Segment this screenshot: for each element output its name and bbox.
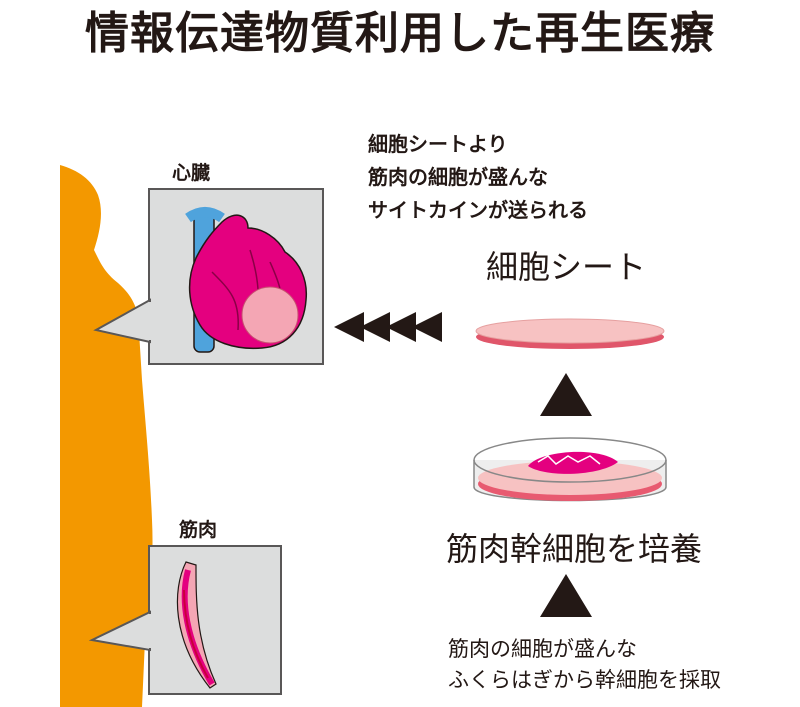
muscle-box-label: 筋肉 bbox=[179, 519, 218, 541]
sheet-note-line: 細胞シートより bbox=[368, 132, 508, 156]
sheet-note-line: 筋肉の細胞が盛んな bbox=[368, 165, 548, 189]
sheet-note-line: サイトカインが送られる bbox=[368, 198, 588, 222]
cell-sheet-label: 細胞シート bbox=[486, 248, 647, 286]
heart-box-label: 心臓 bbox=[172, 162, 211, 184]
harvest-note-line: ふくらはぎから幹細胞を採取 bbox=[448, 668, 721, 692]
harvest-note: 筋肉の細胞が盛んな ふくらはぎから幹細胞を採取 bbox=[448, 634, 721, 696]
muscle-box bbox=[148, 545, 282, 695]
sheet-note: 細胞シートより 筋肉の細胞が盛んな サイトカインが送られる bbox=[368, 128, 588, 227]
harvest-note-line: 筋肉の細胞が盛んな bbox=[448, 637, 637, 661]
culture-label: 筋肉幹細胞を培養 bbox=[446, 530, 703, 568]
page-title: 情報伝達物質利用した再生医療 bbox=[85, 8, 715, 59]
